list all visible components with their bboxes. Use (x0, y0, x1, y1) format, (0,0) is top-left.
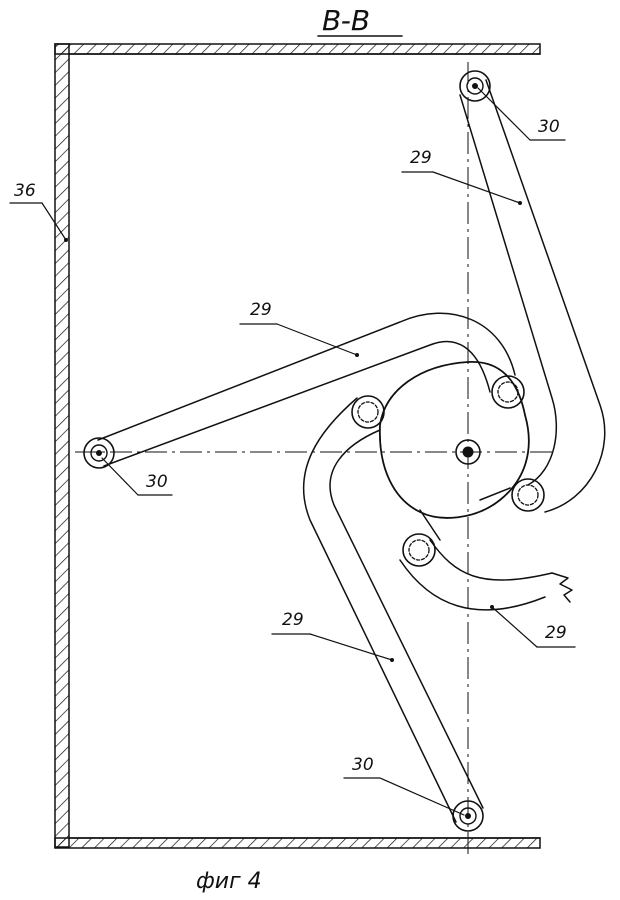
callout-pivot-bottom: 30 (343, 755, 465, 816)
callout-pivot-left: 30 (101, 457, 173, 496)
callout-pivot-top: 30 (477, 87, 566, 141)
figure-caption: фиг 4 (196, 869, 262, 894)
svg-text:29: 29 (545, 623, 567, 643)
svg-text:30: 30 (146, 472, 168, 492)
svg-text:36: 36 (14, 181, 36, 201)
roller-top (491, 375, 525, 409)
svg-text:29: 29 (282, 610, 304, 630)
arm-left (97, 312, 516, 467)
callout-arm-left: 29 (239, 300, 359, 357)
svg-text:29: 29 (410, 148, 432, 168)
section-title: B-B (322, 4, 370, 37)
callout-arm-bottom: 29 (271, 610, 394, 662)
arm-top-right (459, 79, 606, 513)
housing-wall (54, 43, 541, 849)
pivot-top (459, 70, 491, 102)
arm-right-lower (399, 487, 573, 611)
callout-wall: 36 (9, 181, 68, 242)
roller-right (511, 478, 545, 512)
callout-arm-top-right: 29 (401, 148, 522, 205)
svg-text:29: 29 (250, 300, 272, 320)
center-lines (75, 62, 552, 855)
pivot-left (83, 437, 115, 469)
svg-text:30: 30 (538, 117, 560, 137)
arm-bottom (302, 397, 484, 823)
callout-arm-right-lower: 29 (490, 605, 576, 648)
pivot-bottom (452, 800, 484, 832)
hub-axle (462, 446, 474, 458)
roller-upper-left (351, 395, 385, 429)
roller-lower-left (402, 533, 436, 567)
central-hub (379, 361, 530, 519)
svg-text:30: 30 (352, 755, 374, 775)
